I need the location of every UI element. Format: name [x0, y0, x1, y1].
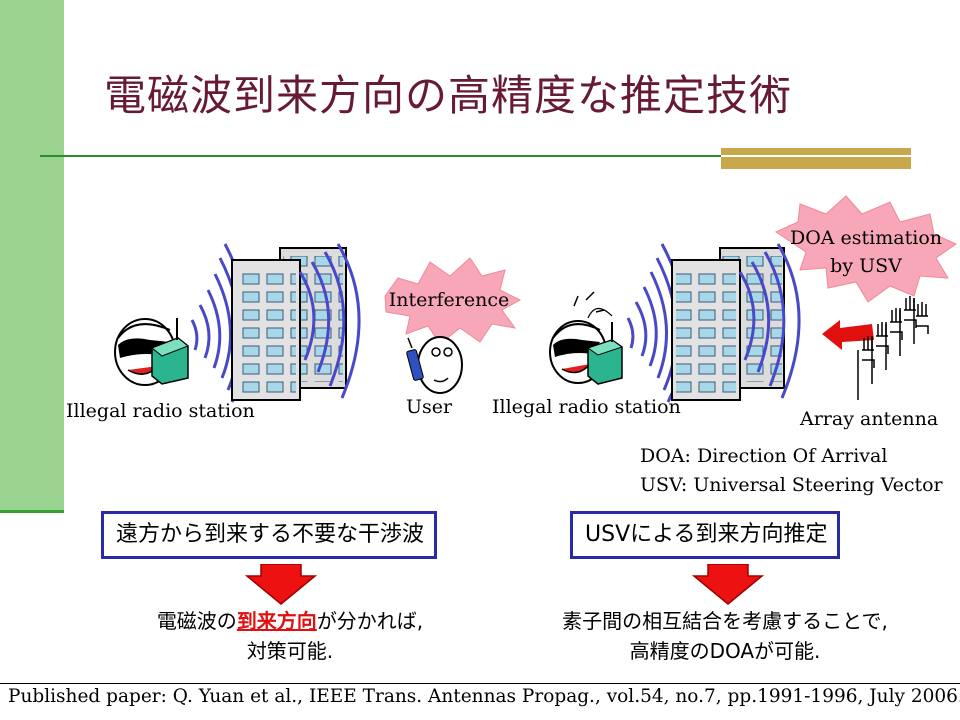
array-antenna-label: Array antenna [800, 408, 939, 430]
left-result-line2: 対策可能. [246, 639, 334, 663]
left-result-pre: 電磁波の [156, 609, 237, 633]
illegal-station-figure-right [549, 291, 624, 385]
doa-illustration: Interference [114, 195, 958, 403]
title-accent-bar [721, 148, 911, 169]
station-label-right: Illegal radio station [492, 396, 681, 418]
interference-burst: Interference [384, 257, 522, 345]
side-bar-underline [0, 510, 64, 513]
user-label: User [406, 396, 453, 418]
left-result-line1: 電磁波の到来方向が分かれば, [120, 606, 460, 636]
title-rule [40, 155, 910, 157]
user-figure [406, 336, 463, 394]
doa-estimation-burst: DOA estimation by USV [774, 195, 958, 303]
radio-waves-right-through-buildings [738, 243, 801, 399]
right-result: 素子間の相互結合を考慮することで, 高精度のDOAが可能. [520, 606, 930, 666]
left-result: 電磁波の到来方向が分かれば, 対策可能. [120, 606, 460, 666]
footer-rule [0, 683, 960, 684]
definition-doa: DOA: Direction Of Arrival [640, 445, 888, 467]
down-arrow-right [692, 564, 764, 605]
left-result-highlight: 到来方向 [236, 609, 317, 633]
illegal-station-figure-left [114, 318, 189, 386]
slide-title: 電磁波到来方向の高精度な推定技術 [104, 71, 793, 120]
right-result-line2: 高精度のDOAが可能. [629, 639, 821, 663]
left-caption-box: 遠方から到来する不要な干渉波 [101, 511, 438, 559]
doa-burst-line1: DOA estimation [790, 227, 942, 249]
doa-burst-line2: by USV [830, 255, 902, 277]
array-antenna [857, 296, 929, 400]
title-accent-split [721, 155, 911, 157]
down-arrow-left [245, 564, 317, 605]
publication-footer: Published paper: Q. Yuan et al., IEEE Tr… [8, 686, 960, 707]
left-result-post: が分かれば, [316, 609, 424, 633]
radio-waves-through-buildings [298, 243, 361, 399]
right-result-line1: 素子間の相互結合を考慮することで, [562, 609, 888, 633]
right-caption-box: USVによる到来方向推定 [570, 511, 841, 559]
definition-usv: USV: Universal Steering Vector [640, 474, 943, 496]
buildings-right [671, 247, 785, 401]
side-bar [0, 0, 64, 512]
incoming-arrow [822, 320, 874, 350]
station-label-left: Illegal radio station [66, 400, 255, 422]
interference-label: Interference [389, 289, 509, 311]
